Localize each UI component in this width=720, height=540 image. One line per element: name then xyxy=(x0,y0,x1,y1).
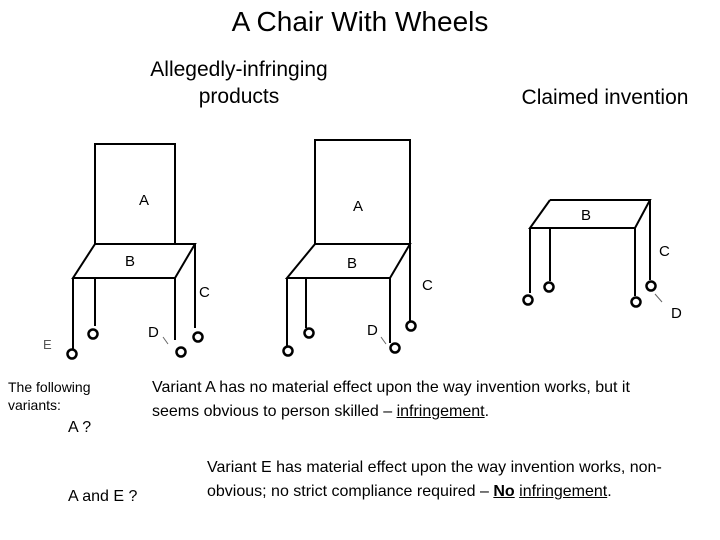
label-c-chair2: C xyxy=(422,277,433,294)
wheel-3c xyxy=(630,296,642,308)
wheel-1a xyxy=(66,348,78,360)
variants-intro: The following variants: xyxy=(8,379,91,413)
variant-e-end: . xyxy=(607,483,612,500)
variant-e-text: Variant E has material effect upon the w… xyxy=(207,456,712,504)
variant-a-body: Variant A has no material effect upon th… xyxy=(152,379,630,420)
wheel-1c xyxy=(175,346,187,358)
wheel-2d xyxy=(405,320,417,332)
wheel-2b xyxy=(303,327,315,339)
variant-e-body: Variant E has material effect upon the w… xyxy=(207,459,662,500)
wheel-1b xyxy=(87,328,99,340)
label-d-chair3: D xyxy=(671,305,682,322)
label-c-chair3: C xyxy=(659,243,670,260)
chair-3 xyxy=(522,199,657,308)
wheel-3d xyxy=(645,280,657,292)
variant-a-conclusion: infringement xyxy=(396,403,485,420)
wheel-3a xyxy=(522,294,534,306)
label-b-chair1: B xyxy=(125,253,136,270)
variant-a-text: Variant A has no material effect upon th… xyxy=(152,376,632,424)
label-b-chair3: B xyxy=(581,207,592,224)
leader-lines xyxy=(162,293,663,345)
wheel-2c xyxy=(389,342,401,354)
question-a-and-e: A and E ? xyxy=(68,488,138,505)
variant-e-no: No xyxy=(493,483,515,500)
wheel-2a xyxy=(282,345,294,357)
variant-e-conclusion: infringement xyxy=(519,483,608,500)
label-e-chair1: E xyxy=(43,337,52,352)
page-title: A Chair With Wheels xyxy=(231,6,489,37)
chair-1 xyxy=(66,143,204,360)
chair-2 xyxy=(282,139,417,357)
label-d-chair2: D xyxy=(367,322,378,339)
question-a: A ? xyxy=(68,419,92,436)
wheel-1d xyxy=(192,331,204,343)
allegedly-infringing-heading: Allegedly-infringing products xyxy=(150,58,328,108)
label-b-chair2: B xyxy=(347,255,358,272)
label-c-chair1: C xyxy=(199,284,210,301)
wheel-3b xyxy=(543,281,555,293)
variant-a-end: . xyxy=(484,403,490,420)
label-a-chair2: A xyxy=(353,198,364,215)
claimed-invention-heading: Claimed invention xyxy=(521,86,689,109)
label-d-chair1: D xyxy=(148,324,159,341)
label-a-chair1: A xyxy=(139,192,150,209)
